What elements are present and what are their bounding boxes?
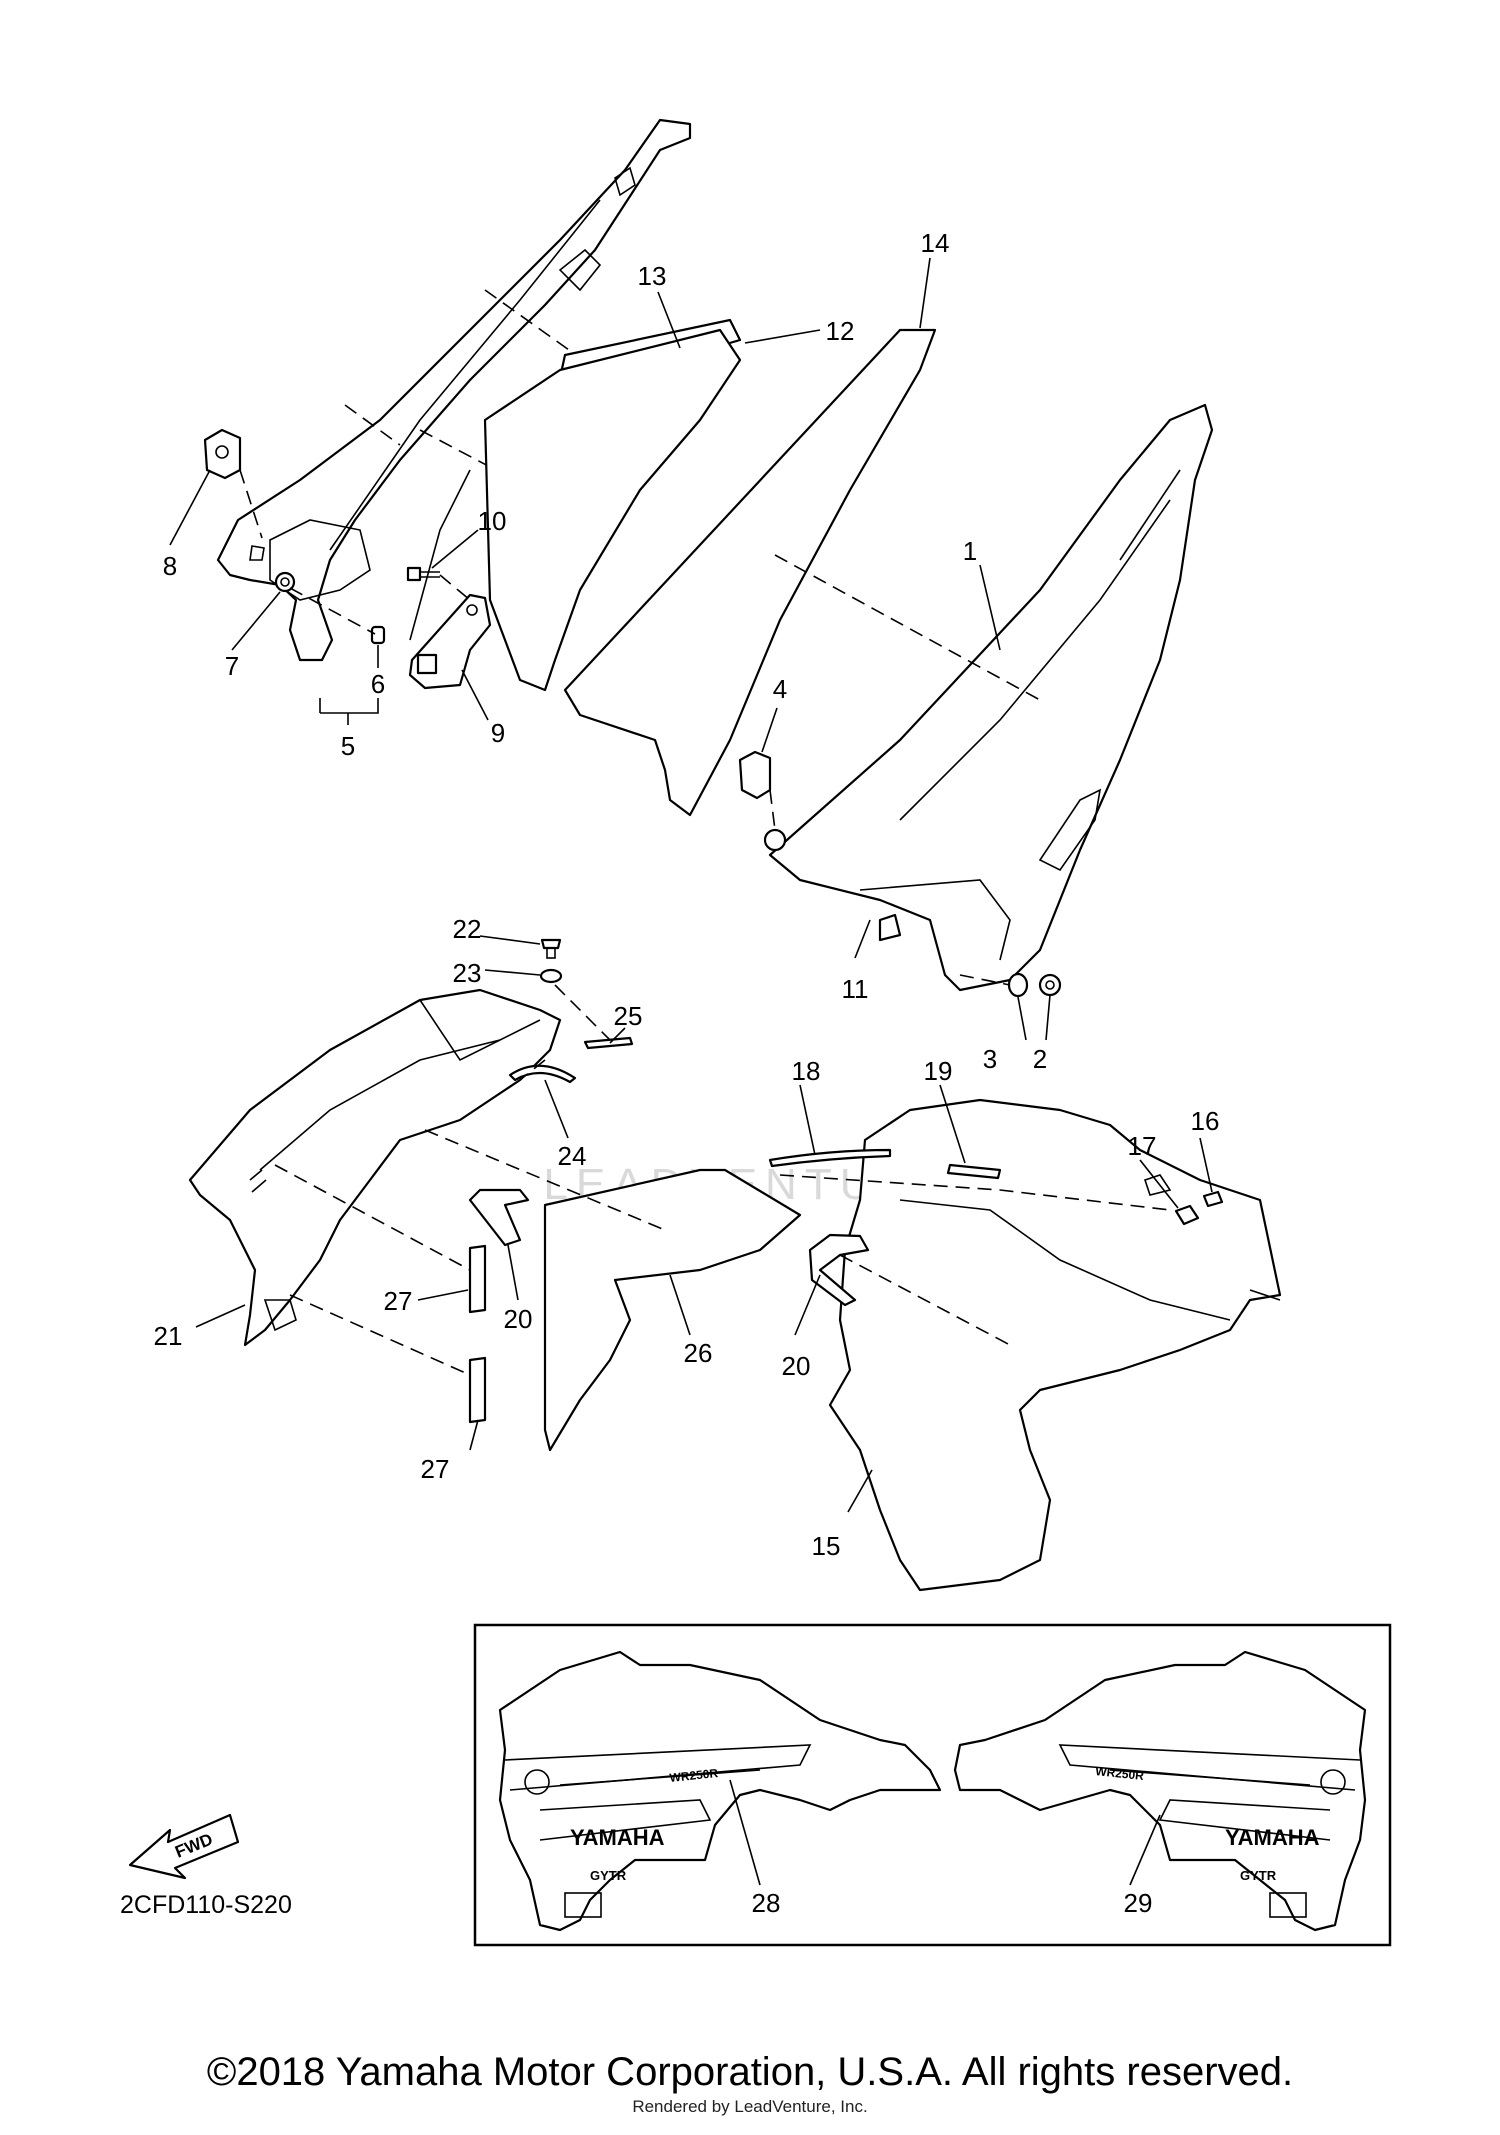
bolt-part xyxy=(1202,1190,1224,1208)
callout-4: 4 xyxy=(773,674,787,704)
callout-29: 29 xyxy=(1124,1888,1153,1918)
callout-26: 26 xyxy=(684,1338,713,1368)
callout-25: 25 xyxy=(614,1001,643,1031)
callout-14: 14 xyxy=(921,228,950,258)
side-cover-part xyxy=(768,403,1214,992)
bolt-part xyxy=(406,566,440,582)
callout-20-left: 20 xyxy=(504,1304,533,1334)
damper-part xyxy=(808,1233,870,1307)
clip-nut-part xyxy=(738,750,787,852)
callout-13: 13 xyxy=(638,261,667,291)
side-cover-bracket-part xyxy=(216,118,692,662)
diagram-code: 2CFD110-S220 xyxy=(120,1891,292,1919)
decal-brand-text: YAMAHA xyxy=(1225,1825,1320,1850)
graphic-set-box xyxy=(473,1623,1392,1947)
collar-part xyxy=(370,625,386,645)
bolt-part xyxy=(540,938,562,959)
callout-27-lower: 27 xyxy=(421,1454,450,1484)
damper-strip-part xyxy=(583,1036,634,1050)
callout-15: 15 xyxy=(812,1531,841,1561)
decal-gytr-text: GYTR xyxy=(590,1868,627,1883)
decal-model-text: WR250R xyxy=(669,1766,719,1785)
callout-10: 10 xyxy=(478,506,507,536)
bracket-part xyxy=(408,593,492,690)
callout-8: 8 xyxy=(163,551,177,581)
graphic-set-part: YAMAHA GYTR WR250R xyxy=(498,1650,942,1932)
protector-plate-part xyxy=(563,328,937,817)
label-strip-part xyxy=(468,1244,487,1314)
callout-24: 24 xyxy=(558,1141,587,1171)
copyright-notice: ©2018 Yamaha Motor Corporation, U.S.A. A… xyxy=(206,2050,1294,2094)
callout-11: 11 xyxy=(842,974,869,1004)
damper-strip-part xyxy=(946,1163,1002,1180)
callout-5: 5 xyxy=(341,731,355,761)
callout-21: 21 xyxy=(154,1321,183,1351)
bolt-part xyxy=(274,571,296,593)
decal-brand-text: YAMAHA xyxy=(570,1825,665,1850)
callout-20-right: 20 xyxy=(782,1351,811,1381)
graphic-plate-part xyxy=(543,1168,802,1452)
callout-19: 19 xyxy=(924,1056,953,1086)
fwd-arrow-icon: FWD xyxy=(128,1813,240,1880)
callout-6: 6 xyxy=(371,669,385,699)
decal-model-text: WR250R xyxy=(1095,1764,1145,1783)
air-scoop-part xyxy=(828,1098,1282,1592)
decal-gytr-text: GYTR xyxy=(1240,1868,1277,1883)
callout-9: 9 xyxy=(491,718,505,748)
bolt-part xyxy=(1038,973,1062,997)
label-strip-part xyxy=(468,1356,487,1424)
callout-17: 17 xyxy=(1128,1131,1157,1161)
callout-2: 2 xyxy=(1033,1044,1047,1074)
callout-1: 1 xyxy=(963,536,977,566)
callout-3: 3 xyxy=(983,1044,997,1074)
washer-part xyxy=(539,968,563,984)
collar-part xyxy=(1174,1204,1200,1226)
leader-lines xyxy=(169,257,1213,1886)
callout-23: 23 xyxy=(453,958,482,988)
callout-27-upper: 27 xyxy=(384,1286,413,1316)
damper-part xyxy=(468,1188,530,1247)
side-cover-plate-part xyxy=(483,328,742,692)
air-scoop-part xyxy=(188,988,562,1347)
washer-part xyxy=(1007,972,1029,998)
rendered-by-notice: Rendered by LeadVenture, Inc. xyxy=(632,2097,868,2116)
callout-12: 12 xyxy=(826,316,855,346)
callout-18: 18 xyxy=(792,1056,821,1086)
graphic-set-part: YAMAHA GYTR WR250R xyxy=(953,1650,1367,1932)
callout-16: 16 xyxy=(1191,1106,1220,1136)
callout-7: 7 xyxy=(225,651,239,681)
callout-labels: 1 2 3 4 5 6 7 8 9 10 11 12 13 14 15 16 1… xyxy=(154,228,1220,1918)
callout-28: 28 xyxy=(752,1888,781,1918)
collar-part xyxy=(878,913,902,942)
callout-22: 22 xyxy=(453,914,482,944)
damper-strip-part xyxy=(768,1148,892,1168)
